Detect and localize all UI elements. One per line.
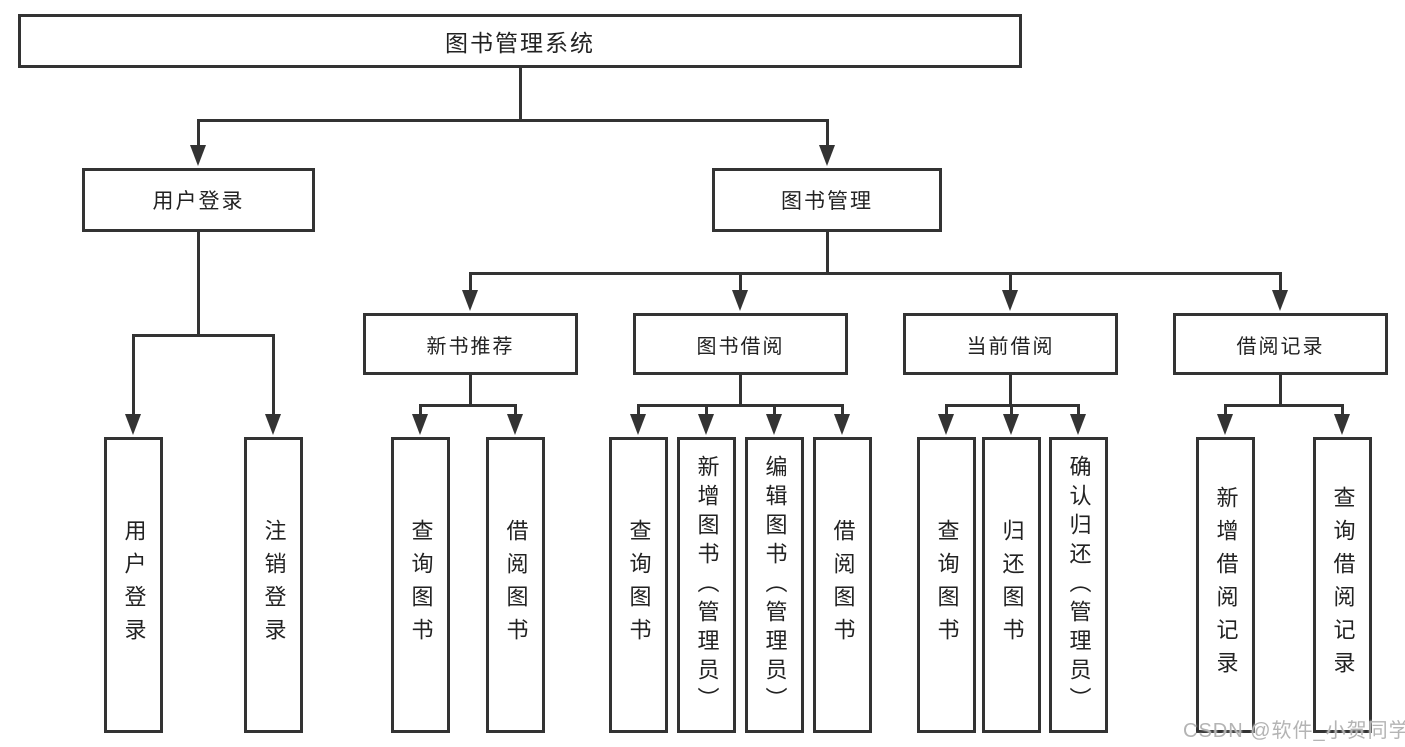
leaf-user-login: 用户登录 (104, 437, 163, 733)
node-book-borrow: 图书借阅 (633, 313, 848, 375)
leaf-add-borrow-record-label: 新增借阅记录 (1213, 486, 1239, 684)
connector-line (1009, 272, 1012, 292)
connector-line (841, 404, 844, 416)
connector-line (1224, 404, 1227, 416)
leaf-user-login-label: 用户登录 (121, 519, 147, 651)
leaf-return-book-label: 归还图书 (999, 519, 1025, 651)
arrowhead-down-icon (1003, 414, 1019, 435)
connector-line (826, 119, 829, 147)
arrowhead-down-icon (732, 290, 748, 311)
connector-line (419, 404, 517, 407)
leaf-query-books-recommend-label: 查询图书 (408, 519, 434, 651)
node-current-borrow: 当前借阅 (903, 313, 1118, 375)
arrowhead-down-icon (190, 145, 206, 166)
leaf-borrow-books-recommend: 借阅图书 (486, 437, 545, 733)
leaf-confirm-return-admin-label: 确认归还（管理员） (1066, 454, 1092, 716)
leaf-confirm-return-admin: 确认归还（管理员） (1049, 437, 1108, 733)
connector-line (945, 404, 948, 416)
connector-line (514, 404, 517, 416)
leaf-edit-book-admin: 编辑图书（管理员） (745, 437, 804, 733)
connector-line (1279, 272, 1282, 292)
connector-line (419, 404, 422, 416)
leaf-logout-label: 注销登录 (261, 519, 287, 651)
arrowhead-down-icon (819, 145, 835, 166)
arrowhead-down-icon (412, 414, 428, 435)
leaf-query-books-current-label: 查询图书 (934, 519, 960, 651)
arrowhead-down-icon (1070, 414, 1086, 435)
arrowhead-down-icon (1217, 414, 1233, 435)
connector-line (637, 404, 844, 407)
arrowhead-down-icon (766, 414, 782, 435)
connector-line (637, 404, 640, 416)
arrowhead-down-icon (462, 290, 478, 311)
connector-line (519, 68, 522, 121)
connector-line (272, 334, 275, 416)
connector-line (469, 272, 472, 292)
connector-line (197, 119, 829, 122)
arrowhead-down-icon (265, 414, 281, 435)
connector-line (705, 404, 708, 416)
node-borrow-records: 借阅记录 (1173, 313, 1388, 375)
connector-line (469, 375, 472, 406)
arrowhead-down-icon (507, 414, 523, 435)
arrowhead-down-icon (630, 414, 646, 435)
connector-line (197, 232, 200, 336)
connector-line (132, 334, 275, 337)
arrowhead-down-icon (125, 414, 141, 435)
leaf-add-borrow-record: 新增借阅记录 (1196, 437, 1255, 733)
connector-line (1279, 375, 1282, 406)
leaf-return-book: 归还图书 (982, 437, 1041, 733)
connector-line (1224, 404, 1344, 407)
arrowhead-down-icon (1272, 290, 1288, 311)
connector-line (132, 334, 135, 416)
arrowhead-down-icon (834, 414, 850, 435)
leaf-query-books-borrow-label: 查询图书 (626, 519, 652, 651)
arrowhead-down-icon (698, 414, 714, 435)
connector-line (1341, 404, 1344, 416)
leaf-edit-book-admin-label: 编辑图书（管理员） (762, 454, 788, 716)
connector-line (1077, 404, 1080, 416)
connector-line (1010, 404, 1013, 416)
connector-line (469, 272, 1282, 275)
connector-line (773, 404, 776, 416)
arrowhead-down-icon (938, 414, 954, 435)
arrowhead-down-icon (1002, 290, 1018, 311)
leaf-borrow-books-recommend-label: 借阅图书 (503, 519, 529, 651)
connector-line (1009, 375, 1012, 406)
leaf-add-book-admin: 新增图书（管理员） (677, 437, 736, 733)
leaf-add-book-admin-label: 新增图书（管理员） (694, 454, 720, 716)
connector-line (826, 232, 829, 274)
watermark: CSDN @软件_小贺同学 (1183, 720, 1405, 742)
node-root: 图书管理系统 (18, 14, 1022, 68)
leaf-logout: 注销登录 (244, 437, 303, 733)
node-new-book-recommend: 新书推荐 (363, 313, 578, 375)
node-user-login: 用户登录 (82, 168, 315, 232)
node-book-management: 图书管理 (712, 168, 942, 232)
leaf-query-borrow-record-label: 查询借阅记录 (1330, 486, 1356, 684)
connector-line (739, 272, 742, 292)
leaf-query-books-current: 查询图书 (917, 437, 976, 733)
connector-line (197, 119, 200, 147)
connector-line (739, 375, 742, 406)
leaf-borrow-books-borrow-label: 借阅图书 (830, 519, 856, 651)
leaf-query-borrow-record: 查询借阅记录 (1313, 437, 1372, 733)
leaf-query-books-recommend: 查询图书 (391, 437, 450, 733)
leaf-borrow-books-borrow: 借阅图书 (813, 437, 872, 733)
leaf-query-books-borrow: 查询图书 (609, 437, 668, 733)
arrowhead-down-icon (1334, 414, 1350, 435)
